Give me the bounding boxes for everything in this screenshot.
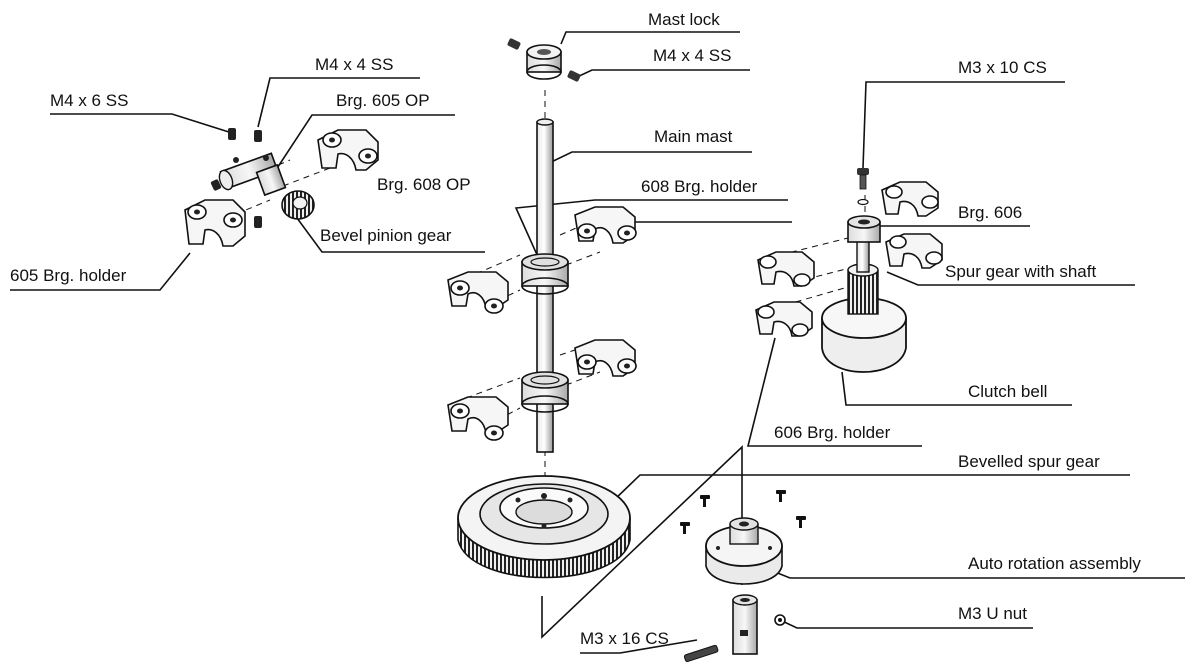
label-bevelled-spur: Bevelled spur gear [958, 452, 1100, 471]
label-m4x6ss: M4 x 6 SS [50, 91, 129, 110]
m3x16-screw [683, 644, 719, 663]
label-brg606: Brg. 606 [958, 203, 1023, 222]
main-mast [536, 118, 554, 453]
holder-608-upper-left [447, 271, 509, 314]
auto-rotation-assembly [705, 517, 783, 585]
label-spur-gear-shaft: Spur gear with shaft [945, 262, 1097, 281]
spur-gear-with-shaft [847, 239, 879, 315]
pinion-shaft-assembly [218, 152, 287, 197]
set-screw-mast-left [507, 38, 521, 50]
label-bevel-pinion: Bevel pinion gear [320, 226, 452, 245]
label-m3unut: M3 U nut [958, 604, 1027, 623]
set-screw-mast-right [567, 70, 581, 82]
label-brg608op: Brg. 608 OP [377, 175, 471, 194]
label-brg605op: Brg. 605 OP [336, 91, 430, 110]
bevel-pinion-gear [281, 190, 315, 220]
lower-hub [732, 594, 758, 655]
m3-u-nut [774, 614, 786, 626]
bearing-606 [847, 215, 881, 243]
holder-606-top-right [881, 181, 939, 217]
leader-lines [10, 31, 1185, 654]
holder-608-lower-left [447, 396, 509, 441]
label-m3x10cs: M3 x 10 CS [958, 58, 1047, 77]
label-mast-lock: Mast lock [648, 10, 720, 29]
holder-605-right [317, 129, 379, 171]
label-holder605: 605 Brg. holder [10, 266, 127, 285]
auto-rotation-screws [680, 490, 806, 534]
label-m3x16cs: M3 x 16 CS [580, 629, 669, 648]
label-m4x4ss-top: M4 x 4 SS [653, 46, 732, 65]
label-auto-rotation: Auto rotation assembly [968, 554, 1141, 573]
mast-lock [526, 44, 562, 80]
clutch-bell [821, 297, 907, 373]
holder-606-mid-right [885, 233, 943, 269]
holder-605-left [184, 199, 246, 247]
holder-606-upper-left [757, 251, 815, 287]
bearing-608-lower [521, 371, 569, 413]
holder-608-upper-right [574, 206, 637, 244]
bevelled-spur-gear [457, 475, 631, 579]
label-holder608: 608 Brg. holder [641, 177, 758, 196]
label-main-mast: Main mast [654, 127, 733, 146]
holder-608-lower-right [574, 339, 637, 377]
set-screws-pinion [210, 128, 269, 228]
label-holder606: 606 Brg. holder [774, 423, 891, 442]
bearing-608-upper [521, 253, 569, 295]
m3x10-cs-screw [857, 168, 869, 206]
label-m4x4ss-left: M4 x 4 SS [315, 55, 394, 74]
holder-606-lower-left [755, 301, 813, 337]
label-clutch-bell: Clutch bell [968, 382, 1048, 401]
